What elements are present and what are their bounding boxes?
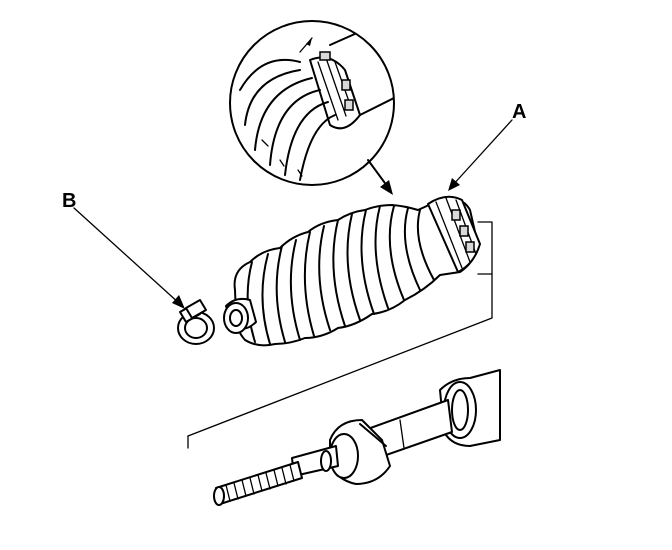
alignment-lines [187, 221, 493, 449]
inset-arrow [367, 159, 393, 195]
thread-lines [225, 464, 295, 502]
small-clamp [177, 299, 215, 345]
callout-b: B [62, 190, 185, 309]
callout-a: A [448, 101, 526, 191]
detail-inset [229, 20, 395, 186]
callout-a-label: A [512, 101, 526, 123]
callout-b-label: B [62, 190, 76, 212]
steering-boot [223, 195, 481, 347]
steering-rack [213, 369, 501, 506]
